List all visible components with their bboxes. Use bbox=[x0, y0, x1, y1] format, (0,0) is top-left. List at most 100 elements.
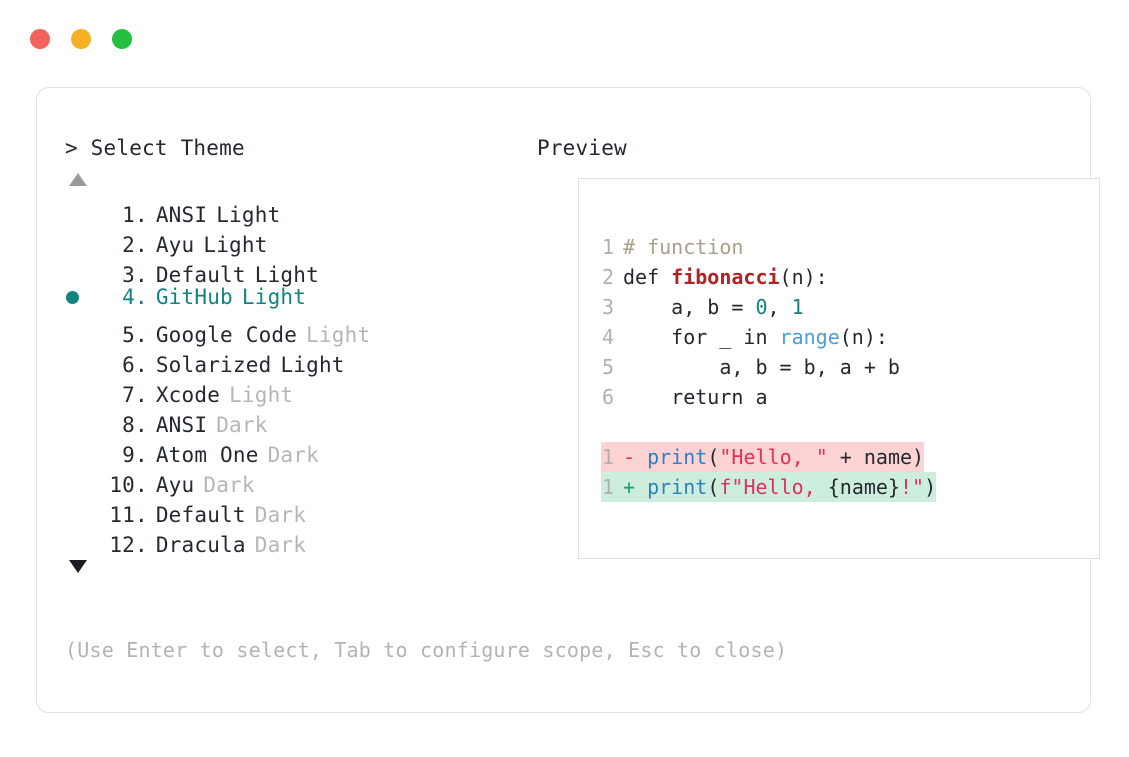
select-theme-prompt: > Select Theme bbox=[65, 136, 245, 160]
code-token: {name} bbox=[827, 475, 900, 499]
theme-item-variant: Dark bbox=[216, 413, 268, 437]
close-window-button[interactable] bbox=[30, 29, 50, 49]
theme-item-separator: . bbox=[135, 233, 148, 257]
theme-item-name: Default bbox=[155, 503, 246, 527]
diff-marker: - bbox=[623, 445, 648, 469]
keyboard-hint: (Use Enter to select, Tab to configure s… bbox=[65, 638, 788, 662]
selection-bullet-cell bbox=[65, 342, 91, 372]
code-token: ) bbox=[924, 475, 937, 499]
diff-line-number: 1 bbox=[601, 475, 614, 499]
code-token: (n): bbox=[779, 265, 828, 289]
code-token: (n): bbox=[839, 325, 888, 349]
code-token: !" bbox=[899, 475, 925, 499]
selection-bullet-cell bbox=[65, 372, 91, 402]
selection-bullet-cell bbox=[65, 402, 91, 432]
theme-item-name: Solarized bbox=[155, 353, 272, 377]
selection-bullet-cell bbox=[65, 462, 91, 492]
code-line-number: 6 bbox=[601, 385, 614, 409]
code-token: fibonacci bbox=[671, 265, 780, 289]
theme-item-name: Google Code bbox=[155, 323, 298, 347]
minimize-window-button[interactable] bbox=[71, 29, 91, 49]
selection-bullet-cell bbox=[65, 222, 91, 252]
scroll-down-icon[interactable] bbox=[69, 560, 87, 573]
code-line-number: 2 bbox=[601, 265, 614, 289]
theme-item-index: 1 bbox=[122, 203, 135, 227]
theme-list-item[interactable]: 5. Google Code Light bbox=[65, 312, 535, 347]
theme-item-variant: Light bbox=[203, 233, 268, 257]
code-token: a, b = bbox=[623, 295, 756, 319]
theme-item-variant: Dark bbox=[254, 533, 307, 557]
theme-item-index: 12 bbox=[109, 533, 135, 557]
theme-item-name: Atom One bbox=[155, 443, 259, 467]
code-line-number: 1 bbox=[601, 235, 614, 259]
theme-item-name: Xcode bbox=[155, 383, 221, 407]
code-token: a, b = b, a + b bbox=[623, 355, 900, 379]
selection-bullet-cell bbox=[65, 252, 91, 282]
theme-item-variant: Dark bbox=[203, 473, 255, 497]
theme-item-name: Ayu bbox=[155, 233, 195, 257]
code-token: def bbox=[623, 265, 672, 289]
preview-title: Preview bbox=[537, 136, 627, 160]
code-token: "Hello, " bbox=[719, 445, 828, 469]
selection-bullet-cell bbox=[65, 522, 91, 552]
theme-item-separator: . bbox=[135, 473, 148, 497]
code-token: 0 bbox=[755, 295, 768, 319]
code-token: + name) bbox=[827, 445, 925, 469]
code-line: 6 return a bbox=[601, 382, 936, 412]
theme-item-variant: Light bbox=[229, 383, 294, 407]
theme-item-index: 7 bbox=[122, 383, 135, 407]
code-token: return a bbox=[623, 385, 768, 409]
theme-item-separator: . bbox=[135, 203, 148, 227]
theme-item-index: 6 bbox=[122, 353, 135, 377]
theme-item-separator: . bbox=[135, 323, 148, 347]
theme-item-index: 3 bbox=[122, 263, 135, 287]
theme-item-separator: . bbox=[135, 383, 148, 407]
theme-list-item[interactable]: 2. Ayu Light bbox=[65, 222, 535, 257]
code-token: , bbox=[767, 295, 792, 319]
diff-line-number: 1 bbox=[601, 445, 614, 469]
code-line-number: 3 bbox=[601, 295, 614, 319]
code-token: 1 bbox=[791, 295, 804, 319]
code-line: 2 def fibonacci(n): bbox=[601, 262, 936, 292]
code-token: ( bbox=[707, 475, 720, 499]
theme-item-index: 8 bbox=[122, 413, 135, 437]
theme-item-variant: Light bbox=[241, 285, 307, 309]
scroll-up-icon[interactable] bbox=[69, 173, 87, 186]
code-token: ( bbox=[707, 445, 720, 469]
theme-item-separator: . bbox=[135, 443, 148, 467]
theme-item-name: ANSI bbox=[155, 413, 208, 437]
theme-list-item[interactable]: 7. Xcode Light bbox=[65, 372, 535, 407]
code-line: 1 # function bbox=[601, 232, 936, 262]
code-line-number: 5 bbox=[601, 355, 614, 379]
code-token: # function bbox=[623, 235, 744, 259]
selection-bullet-cell bbox=[65, 283, 91, 313]
diff-marker: + bbox=[623, 475, 648, 499]
theme-item-index: 11 bbox=[109, 503, 135, 527]
theme-item-separator: . bbox=[135, 263, 148, 287]
code-line-number: 4 bbox=[601, 325, 614, 349]
code-token: print bbox=[647, 475, 708, 499]
theme-item-variant: Light bbox=[306, 323, 371, 347]
theme-item-index: 2 bbox=[122, 233, 135, 257]
theme-item-variant: Dark bbox=[267, 443, 319, 467]
code-line: 4 for _ in range(n): bbox=[601, 322, 936, 352]
theme-item-index: 5 bbox=[122, 323, 135, 347]
theme-item-separator: . bbox=[135, 353, 148, 377]
maximize-window-button[interactable] bbox=[112, 29, 132, 49]
code-token: for _ in bbox=[623, 325, 780, 349]
theme-item-name: Ayu bbox=[155, 473, 195, 497]
diff-line-del: 1- print("Hello, " + name) bbox=[601, 442, 925, 472]
